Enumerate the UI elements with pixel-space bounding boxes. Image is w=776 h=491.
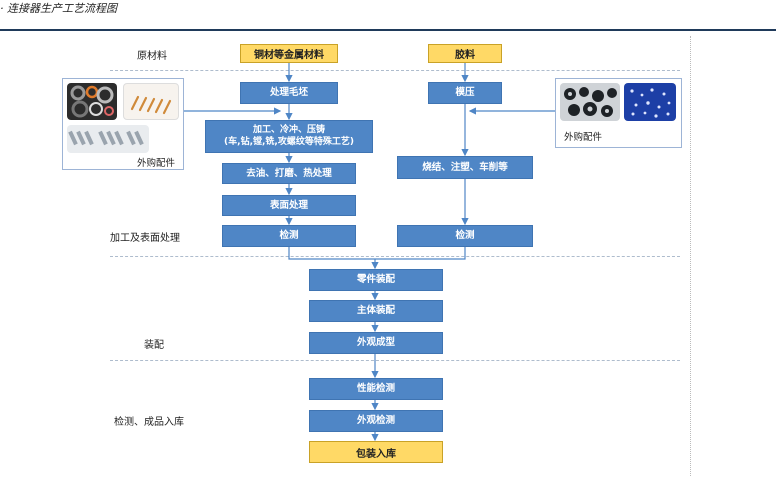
assembly-parts-box: 零件装配 — [309, 269, 443, 291]
figure-title: · 连接器生产工艺流程图 — [0, 2, 117, 15]
purchased-parts-right-label: 外购配件 — [564, 132, 603, 143]
stage-label-raw: 原材料 — [137, 51, 167, 62]
terminal-strips-image — [67, 125, 149, 153]
inspect-appearance-box: 外观检测 — [309, 410, 443, 432]
process-sintering-box: 烧结、注塑、车削等 — [397, 156, 533, 179]
process-surface-box: 表面处理 — [222, 195, 356, 216]
raw-plastic-box: 胶料 — [428, 44, 502, 63]
pellets-image — [624, 83, 676, 121]
process-molding-box: 模压 — [428, 82, 502, 104]
process-blank-box: 处理毛坯 — [240, 82, 338, 104]
process-right-inspect-box: 检测 — [397, 225, 533, 247]
packaging-box: 包装入库 — [309, 441, 443, 463]
stage-separator — [110, 360, 680, 361]
plastic-parts-image — [560, 83, 620, 121]
stage-label-assembly: 装配 — [144, 340, 164, 351]
header-rule — [0, 29, 776, 31]
stage-label-inspection: 检测、成品入库 — [114, 417, 184, 428]
inspect-performance-box: 性能检测 — [309, 378, 443, 400]
raw-metal-box: 铜材等金属材料 — [240, 44, 338, 63]
seal-rings-image — [67, 83, 117, 120]
right-divider — [690, 36, 691, 476]
process-degrease-box: 去油、打磨、热处理 — [222, 163, 356, 184]
assembly-shape-box: 外观成型 — [309, 332, 443, 354]
stage-separator — [110, 70, 680, 71]
purchased-parts-left-label: 外购配件 — [137, 158, 176, 169]
stage-label-machining: 加工及表面处理 — [110, 233, 180, 244]
purchased-parts-left: 外购配件 — [62, 78, 184, 170]
pins-image — [123, 83, 179, 120]
stage-separator — [110, 256, 680, 257]
assembly-main-box: 主体装配 — [309, 300, 443, 322]
process-left-inspect-box: 检测 — [222, 225, 356, 247]
process-machining-box: 加工、冷冲、压铸 (车,钻,镗,铣,攻螺纹等特殊工艺) — [205, 120, 373, 153]
purchased-parts-right: 外购配件 — [555, 78, 682, 148]
